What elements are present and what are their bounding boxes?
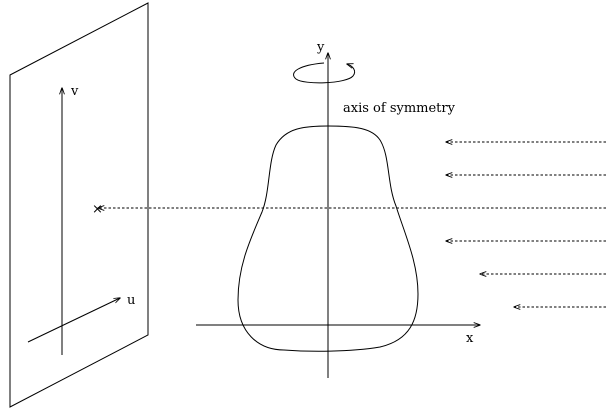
ray-group: [98, 142, 606, 307]
object-silhouette: [237, 125, 419, 352]
image-plane: [9, 2, 149, 408]
u-axis-label: u: [127, 293, 135, 308]
rotation-arrow-icon: [293, 62, 356, 84]
u-axis: [27, 298, 120, 343]
x-axis-label: x: [466, 331, 474, 346]
projection-marker: ×: [92, 202, 103, 217]
y-axis-label: y: [316, 40, 325, 55]
v-axis-label: v: [70, 84, 79, 99]
axis-of-symmetry-label: axis of symmetry: [343, 101, 456, 116]
